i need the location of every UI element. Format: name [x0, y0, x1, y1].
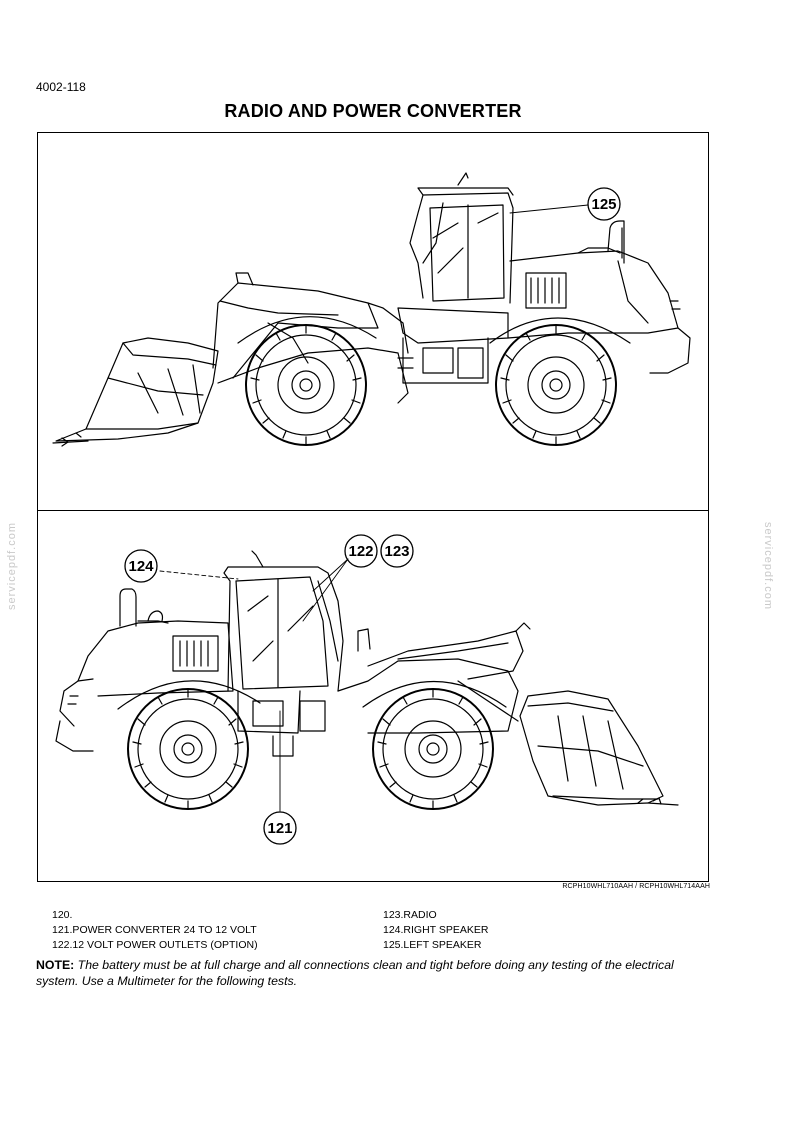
legend-item: 121.POWER CONVERTER 24 TO 12 VOLT	[52, 924, 257, 936]
figure-reference: RCPH10WHL710AAH / RCPH10WHL714AAH	[562, 883, 710, 890]
callout-124: 124	[128, 558, 154, 575]
legend-item: 124.RIGHT SPEAKER	[383, 924, 489, 936]
callout-124-circle	[124, 549, 158, 583]
note-text: The battery must be at full charge and a…	[36, 958, 674, 988]
note-paragraph: NOTE: The battery must be at full charge…	[36, 957, 712, 989]
loader-left-side-illustration: 125	[52, 172, 691, 447]
page-number: 4002-118	[36, 80, 86, 94]
callout-122-circle	[344, 534, 378, 568]
callout-125-circle	[587, 187, 621, 221]
legend-item: 122.12 VOLT POWER OUTLETS (OPTION)	[52, 939, 258, 951]
figure-frame: 125	[37, 132, 709, 882]
callout-123-circle	[380, 534, 414, 568]
watermark-left: servicepdf.com	[6, 522, 18, 610]
callout-123: 123	[384, 543, 409, 560]
watermark-right: servicepdf.com	[762, 522, 774, 610]
legend-left: 120. 121.POWER CONVERTER 24 TO 12 VOLT 1…	[52, 908, 258, 953]
note-label: NOTE:	[36, 958, 75, 972]
callout-122: 122	[348, 543, 373, 560]
callout-121-circle	[263, 811, 297, 845]
page-title: RADIO AND POWER CONVERTER	[224, 101, 522, 121]
legend-item: 120.	[52, 909, 73, 921]
legend-right: 123.RADIO 124.RIGHT SPEAKER 125.LEFT SPE…	[383, 908, 488, 953]
legend-item: 125.LEFT SPEAKER	[383, 939, 482, 951]
callout-121: 121	[267, 820, 292, 837]
figure-divider	[38, 510, 708, 511]
legend-item: 123.RADIO	[383, 909, 437, 921]
callout-125: 125	[591, 196, 616, 213]
loader-right-side-illustration: 124 122 123 121	[55, 534, 679, 845]
